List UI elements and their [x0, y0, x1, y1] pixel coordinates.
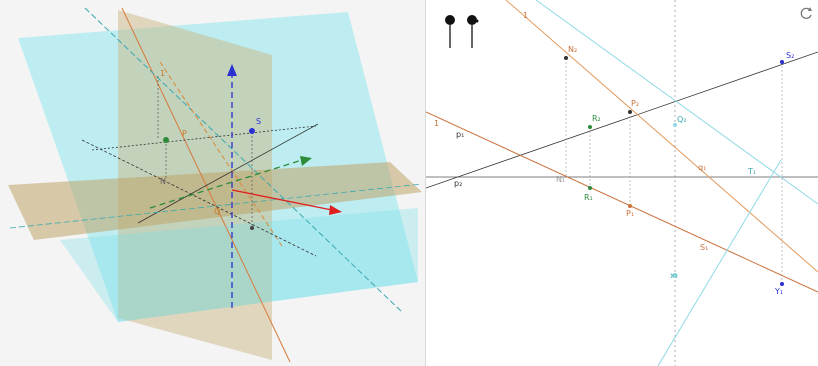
orange-line-1[interactable] [121, 7, 291, 363]
label-s1: S₁ [700, 243, 708, 252]
label-n2: N₂ [568, 45, 577, 54]
view-divider[interactable] [425, 0, 426, 366]
point-blue[interactable] [249, 128, 255, 134]
scene-2d: 1 1 N₂ P₂ S₂ R₂ Q₂ p₁ p₂ N₁ T₁ R₁ P₁ S₁ … [426, 0, 818, 366]
point-q2[interactable] [673, 123, 677, 127]
label-r1: R₁ [584, 193, 593, 202]
dark-line-horizontal[interactable] [91, 125, 317, 151]
point-s1[interactable] [780, 282, 784, 286]
point-x2[interactable] [673, 273, 677, 277]
label-line-top: 1 [523, 11, 528, 20]
label-s2: S₂ [786, 51, 794, 60]
label-x2: x₂ [670, 271, 678, 280]
point-small-dark[interactable] [250, 226, 254, 230]
point-s2[interactable] [780, 60, 784, 64]
y-axis-arrow [300, 156, 312, 166]
cyan-line-lower[interactable] [657, 159, 782, 366]
z-axis-arrow [227, 64, 237, 76]
graphics-3d-view[interactable]: 1 P N S Q [0, 0, 425, 366]
scene-3d: 1 P N S Q [8, 7, 423, 363]
label-axis-left: p₂ [454, 179, 462, 188]
label-r2: R₂ [592, 114, 601, 123]
y-axis [149, 159, 303, 209]
label-line-left: 1 [434, 119, 439, 128]
graphics-2d-view[interactable]: 1 1 N₂ P₂ S₂ R₂ Q₂ p₁ p₂ N₁ T₁ R₁ P₁ S₁ … [426, 0, 818, 366]
slider-knob-icon [445, 15, 455, 48]
label-p: P [182, 129, 187, 138]
point-p2[interactable] [628, 110, 632, 114]
label-s: S [256, 117, 261, 126]
label-q-axis: q₁ [698, 163, 706, 172]
black-line[interactable] [137, 123, 319, 224]
slider-knob-icon [467, 15, 479, 48]
label-p-left: p₁ [456, 130, 464, 139]
black-line-2d[interactable] [426, 51, 818, 189]
cyan-plane-lower [60, 208, 418, 322]
label-n-axis: N₁ [556, 175, 565, 184]
label-n: N [160, 177, 166, 186]
point-green[interactable] [163, 137, 169, 143]
label-p2: P₂ [631, 99, 639, 108]
label-t1: T₁ [747, 167, 756, 176]
black-dashed-line[interactable] [81, 139, 317, 257]
label-q: Q [214, 207, 220, 216]
point-r2[interactable] [588, 125, 592, 129]
cyan-dashed-line[interactable] [84, 7, 403, 313]
slider-2[interactable] [466, 14, 479, 50]
cyan-line-top[interactable] [535, 0, 818, 205]
refresh-icon[interactable] [798, 6, 814, 22]
label-y1: Y₁ [774, 287, 783, 296]
orange-dashed-line[interactable] [159, 61, 283, 247]
x-axis [231, 189, 333, 211]
label-1: 1 [160, 69, 165, 78]
x-axis-arrow [329, 205, 342, 215]
point-r1[interactable] [588, 186, 592, 190]
cyan-long-line[interactable] [9, 183, 423, 229]
orange-line-top[interactable] [505, 0, 818, 273]
point-p1[interactable] [628, 204, 632, 208]
slider-1[interactable] [444, 14, 456, 50]
label-p1: P₁ [626, 209, 634, 218]
orange-line-lower[interactable] [426, 111, 818, 293]
tan-horizontal-plane[interactable] [8, 162, 422, 240]
point-n2[interactable] [564, 56, 568, 60]
cyan-plane[interactable] [18, 12, 418, 322]
label-q2: Q₂ [677, 115, 687, 124]
